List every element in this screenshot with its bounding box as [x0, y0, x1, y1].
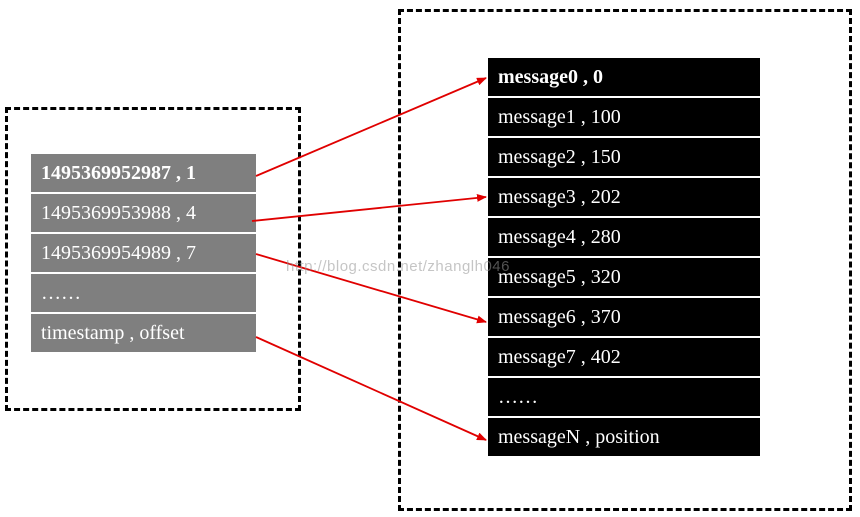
log-row: message0 , 0 — [488, 58, 760, 98]
log-row: messageN , position — [488, 418, 760, 458]
index-row-header: timestamp , offset — [31, 314, 256, 354]
log-row: message3 , 202 — [488, 178, 760, 218]
index-row: 1495369953988 , 4 — [31, 194, 256, 234]
log-table: message0 , 0 message1 , 100 message2 , 1… — [488, 58, 760, 458]
log-row: message5 , 320 — [488, 258, 760, 298]
log-row-ellipsis: …… — [488, 378, 760, 418]
log-row: message7 , 402 — [488, 338, 760, 378]
log-row: message6 , 370 — [488, 298, 760, 338]
index-table: 1495369952987 , 1 1495369953988 , 4 1495… — [31, 154, 256, 354]
watermark-text: http://blog.csdn.net/zhanglh046 — [286, 258, 510, 275]
index-row: 1495369952987 , 1 — [31, 154, 256, 194]
log-row: message2 , 150 — [488, 138, 760, 178]
log-row: message4 , 280 — [488, 218, 760, 258]
index-row: 1495369954989 , 7 — [31, 234, 256, 274]
index-row-ellipsis: …… — [31, 274, 256, 314]
log-row: message1 , 100 — [488, 98, 760, 138]
